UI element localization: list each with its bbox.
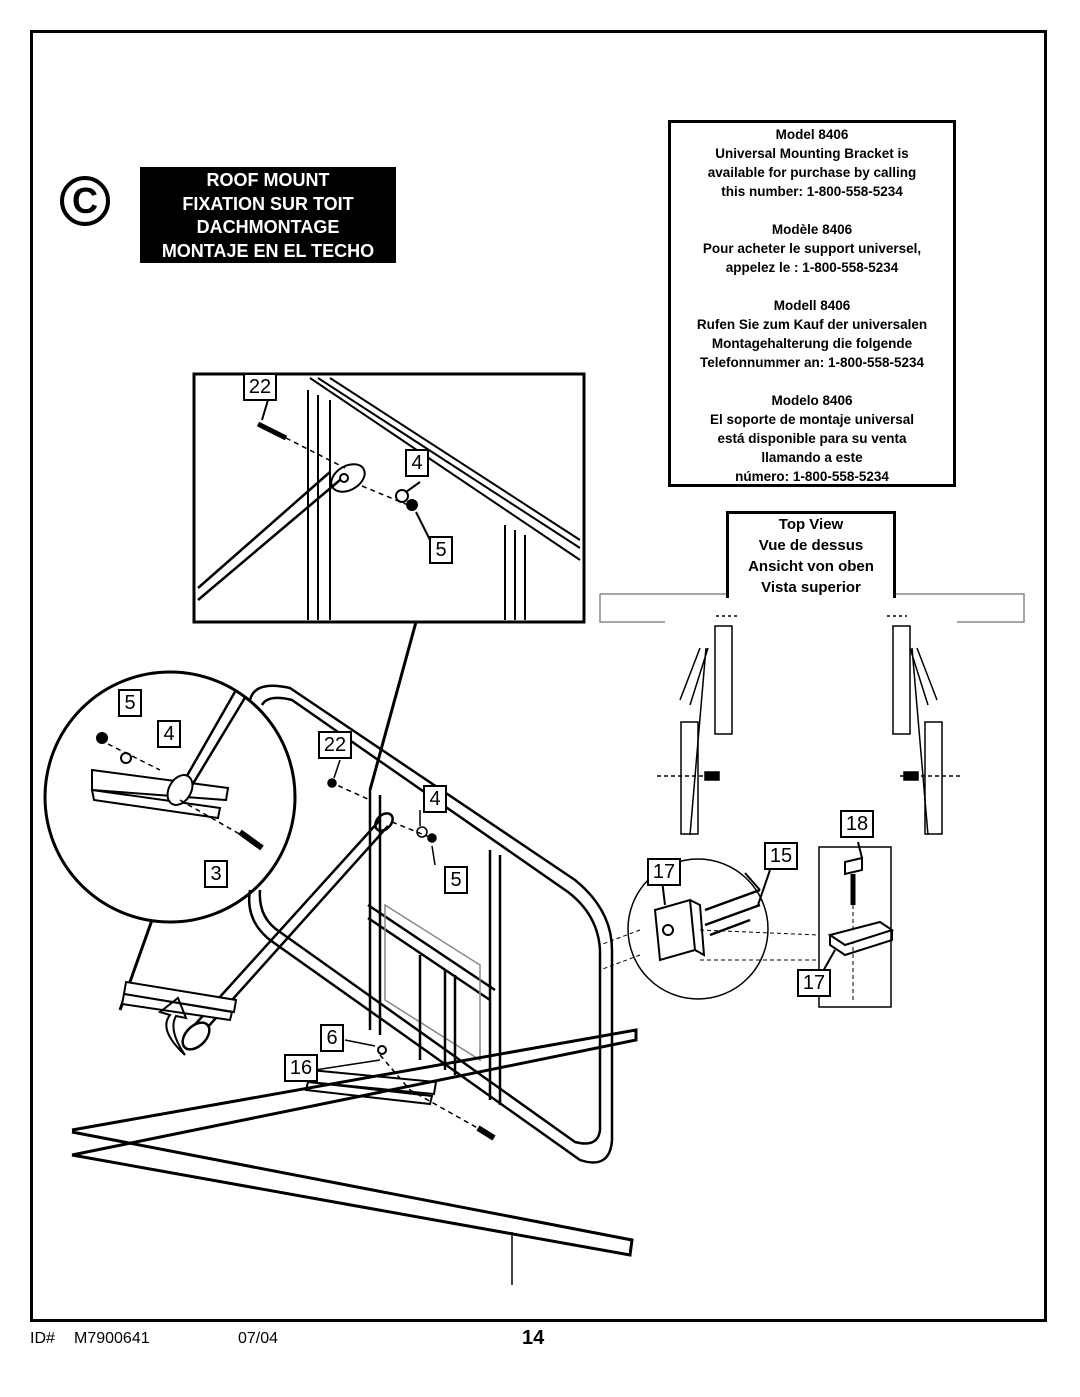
top-view-en: Top View [778,516,844,533]
inset-detail-frame [192,372,586,624]
inset-detail-drawing [197,377,581,620]
backboard-drawing [247,684,614,1164]
callout-bracket-15: 15 [764,842,798,870]
callout-inset-22: 22 [243,373,277,401]
top-view-de: Ansicht von oben [748,558,874,575]
info-en-1: Model 8406 [775,127,849,142]
callout-main-4: 4 [423,785,447,813]
callout-detail-4: 4 [157,720,181,748]
footer-id-label: ID# [30,1330,55,1347]
info-en-4: this number: 1-800-558-5234 [721,184,903,199]
callout-main-6: 6 [320,1024,344,1052]
footer-date: 07/04 [238,1330,279,1347]
top-view-es: Vista superior [761,579,861,596]
info-es-3: está disponible para su venta [717,431,907,446]
callout-bracket-17-upper: 17 [647,858,681,886]
callout-detail-3: 3 [204,860,228,888]
bracket-box-drawing [699,841,895,1000]
info-de-4: Telefonnummer an: 1-800-558-5234 [699,355,925,370]
top-view-roof-strip [599,593,1025,623]
callout-inset-5: 5 [429,536,453,564]
callout-main-16: 16 [284,1054,318,1082]
inset-leader-line [368,621,418,791]
footer-id-value: M7900641 [74,1330,150,1347]
top-view-fr: Vue de dessus [758,537,864,554]
roof-line [71,1028,638,1285]
section-title-box: ROOF MOUNT FIXATION SUR TOIT DACHMONTAGE… [140,167,396,263]
bracket-info-box: Model 8406 Universal Mounting Bracket is… [668,120,956,487]
main-fasteners [314,759,437,1071]
page-number: 14 [522,1327,545,1349]
info-es-5: número: 1-800-558-5234 [735,469,889,484]
info-es-2: El soporte de montaje universal [709,412,915,427]
info-en-2: Universal Mounting Bracket is [715,146,909,161]
circle-detail-frame [43,670,297,924]
top-view-right-mount [887,615,962,836]
title-line-de: DACHMONTAGE [196,217,340,237]
callout-bracket-18: 18 [840,810,874,838]
bracket-circle-drawing [599,869,771,971]
section-letter-badge: C [60,176,110,226]
title-line-en: ROOF MOUNT [206,170,330,190]
info-fr-2: Pour acheter le support universel, [702,241,922,256]
title-line-es: MONTAJE EN EL TECHO [161,240,375,261]
info-de-2: Rufen Sie zum Kauf der universalen [696,317,928,332]
info-de-3: Montagehalterung die folgende [711,336,913,351]
info-es-4: llamando a este [761,450,863,465]
circle-detail-drawing [90,689,264,851]
bracket-circle-detail [627,858,769,1000]
info-es-1: Modelo 8406 [771,393,853,408]
title-line-fr: FIXATION SUR TOIT [182,193,354,214]
info-en-3: available for purchase by calling [707,165,917,180]
callout-bracket-17-lower: 17 [797,969,831,997]
info-de-1: Modell 8406 [773,298,851,313]
top-view-label-box: Top View Vue de dessus Ansicht von oben … [726,511,896,598]
info-fr-1: Modèle 8406 [771,222,853,237]
roof-bracket-left [120,980,238,1056]
bracket-box-detail [818,846,892,1008]
info-fr-3: appelez le : 1-800-558-5234 [725,260,899,275]
callout-main-22: 22 [318,731,352,759]
callout-inset-4: 4 [405,449,429,477]
callout-detail-5: 5 [118,689,142,717]
top-view-left-mount [657,615,737,836]
page-frame [30,30,1047,1322]
callout-main-5: 5 [444,866,468,894]
